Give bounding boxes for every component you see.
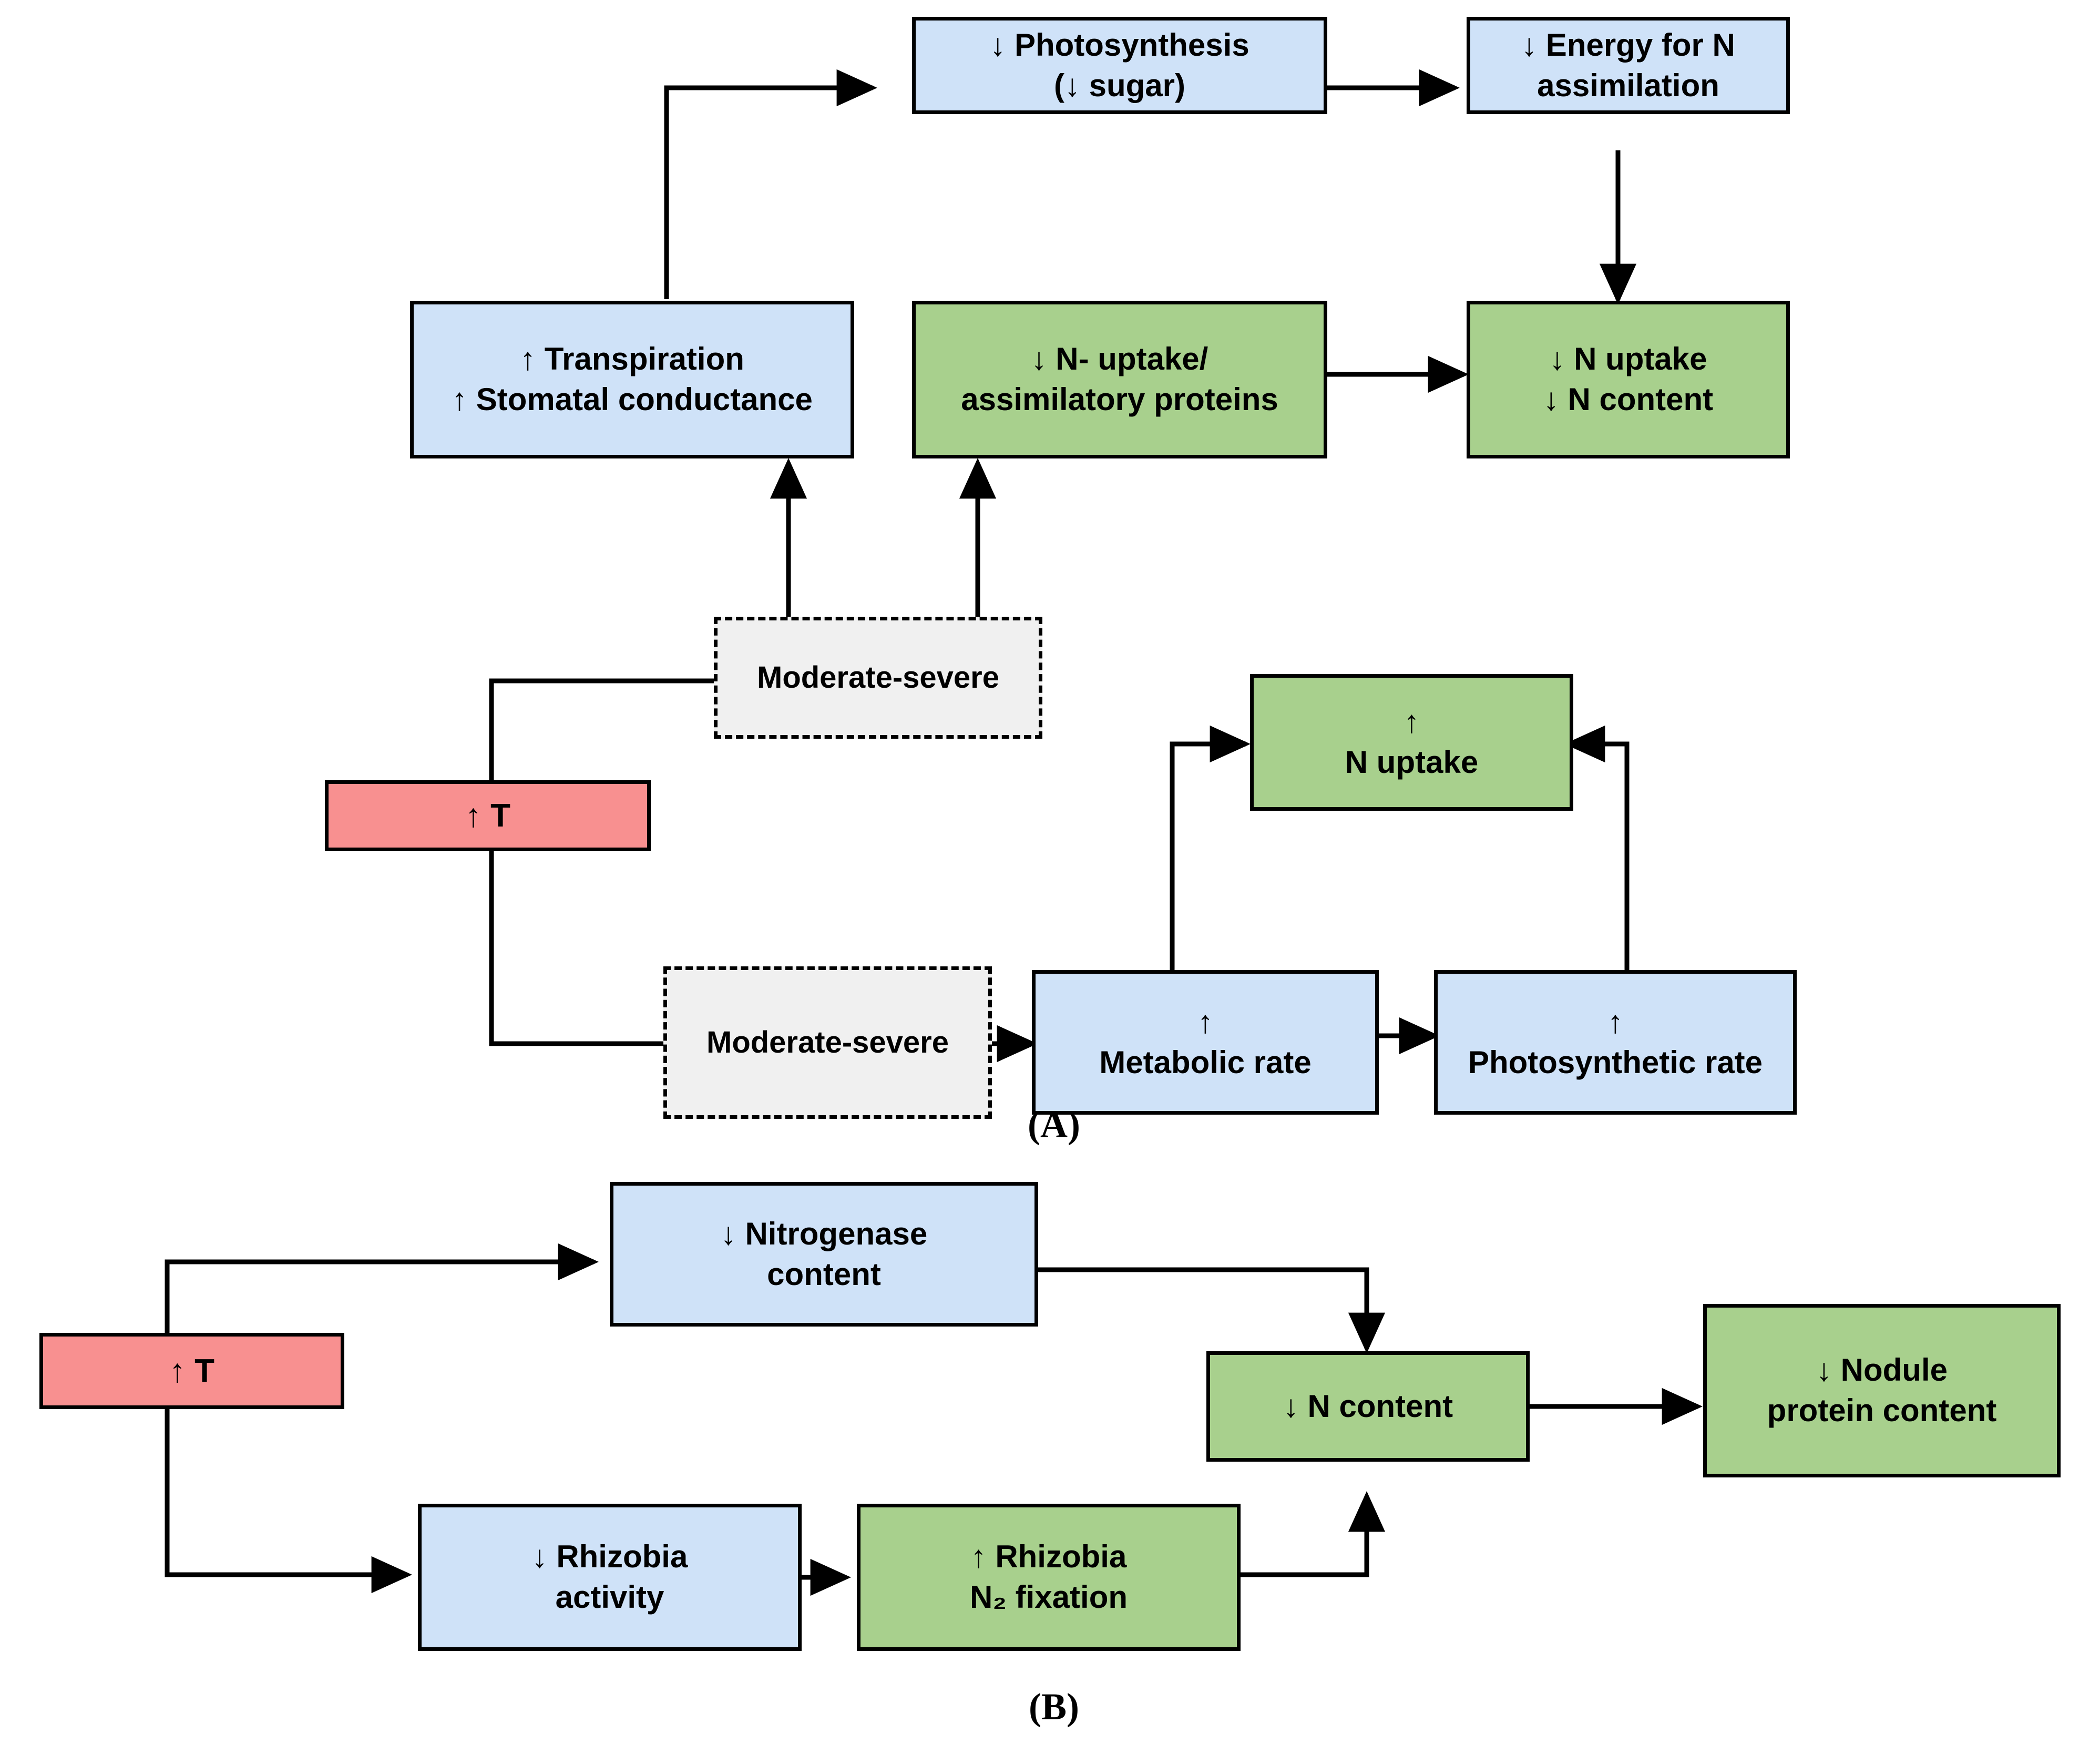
node-moderate-severe-bottom[interactable]: Moderate-severe <box>663 966 992 1119</box>
node-temperature-up-b-label: ↑ T <box>169 1352 215 1389</box>
node-rhizobia-activity-label: ↓ Rhizobia activity <box>531 1539 688 1615</box>
node-n-content-b[interactable]: ↓ N content <box>1206 1351 1530 1462</box>
panel-label-b-text: (B) <box>1029 1686 1079 1728</box>
node-n-uptake-n-content-down-label: ↓ N uptake ↓ N content <box>1543 341 1714 417</box>
node-n-uptake-up[interactable]: ↑ N uptake <box>1250 674 1573 811</box>
node-moderate-severe-top-label: Moderate-severe <box>757 660 999 695</box>
edge-metabolic-to-nuptake-up <box>1170 725 1251 971</box>
node-metabolic-rate-label: ↑ Metabolic rate <box>1099 1004 1312 1080</box>
node-n-uptake-assimilatory-proteins[interactable]: ↓ N- uptake/ assimilatory proteins <box>912 301 1327 458</box>
node-metabolic-rate[interactable]: ↑ Metabolic rate <box>1032 970 1379 1115</box>
node-rhizobia-activity[interactable]: ↓ Rhizobia activity <box>418 1504 802 1651</box>
node-n-uptake-assimilatory-proteins-label: ↓ N- uptake/ assimilatory proteins <box>961 341 1278 417</box>
edge-photosynthetic-to-nuptake-up <box>1564 725 1630 971</box>
node-nodule-protein-content-label: ↓ Nodule protein content <box>1767 1352 1997 1428</box>
node-energy-for-n-assimilation[interactable]: ↓ Energy for N assimilation <box>1467 17 1790 114</box>
node-transpiration-label: ↑ Transpiration ↑ Stomatal conductance <box>452 341 813 417</box>
edge-nitrogenase-to-ncontent <box>1038 1267 1386 1354</box>
edge-transpiration-to-photosynthesis <box>664 69 878 299</box>
node-n-uptake-up-label: ↑ N uptake <box>1345 704 1479 780</box>
node-nodule-protein-content[interactable]: ↓ Nodule protein content <box>1703 1304 2061 1477</box>
node-temperature-up-a-label: ↑ T <box>465 797 511 834</box>
node-photosynthetic-rate[interactable]: ↑ Photosynthetic rate <box>1434 970 1797 1115</box>
edge-fixation-to-ncontent <box>1241 1491 1386 1577</box>
panel-label-a: (A) <box>988 1103 1120 1147</box>
node-moderate-severe-bottom-label: Moderate-severe <box>706 1025 949 1059</box>
node-rhizobia-n2-fixation[interactable]: ↑ Rhizobia N₂ fixation <box>857 1504 1241 1651</box>
node-nitrogenase-content[interactable]: ↓ Nitrogenase content <box>610 1182 1038 1327</box>
node-energy-for-n-assimilation-label: ↓ Energy for N assimilation <box>1521 27 1735 103</box>
node-nitrogenase-content-label: ↓ Nitrogenase content <box>720 1216 928 1292</box>
node-photosynthesis[interactable]: ↓ Photosynthesis (↓ sugar) <box>912 17 1327 114</box>
panel-label-a-text: (A) <box>1028 1104 1080 1146</box>
node-temperature-up-a[interactable]: ↑ T <box>325 780 651 851</box>
panel-label-b: (B) <box>988 1685 1120 1729</box>
node-n-content-b-label: ↓ N content <box>1283 1388 1453 1424</box>
node-photosynthetic-rate-label: ↑ Photosynthetic rate <box>1468 1004 1763 1080</box>
node-n-uptake-n-content-down[interactable]: ↓ N uptake ↓ N content <box>1467 301 1790 458</box>
node-transpiration[interactable]: ↑ Transpiration ↑ Stomatal conductance <box>410 301 854 458</box>
node-rhizobia-n2-fixation-label: ↑ Rhizobia N₂ fixation <box>970 1539 1128 1615</box>
node-moderate-severe-top[interactable]: Moderate-severe <box>714 617 1042 739</box>
node-photosynthesis-label: ↓ Photosynthesis (↓ sugar) <box>990 27 1249 103</box>
node-temperature-up-b[interactable]: ↑ T <box>39 1333 344 1409</box>
edge-tempB-to-rhizobia-activity <box>165 1409 413 1594</box>
